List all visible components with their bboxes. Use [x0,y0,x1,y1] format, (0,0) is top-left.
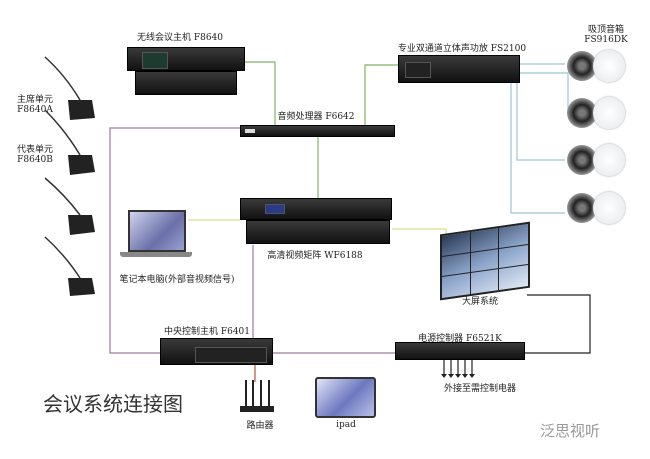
central-control-label: 中央控制主机 F6401 [163,327,251,337]
power-controller-label: 电源控制器 F6521K [418,334,502,344]
output-arrows [443,360,473,375]
ceiling-speaker [567,192,631,224]
line-amp-processor [364,64,398,125]
external-devices-label: 外接至需控制电器 [443,384,517,394]
ipad-label: ipad [336,420,356,430]
video-wall-label: 大屏系统 [461,297,499,307]
speakers-label: 吸顶音箱 [587,25,625,35]
ceiling-speaker [567,50,631,82]
ceiling-speaker [567,97,631,129]
chair-unit-model: F8640A [17,105,53,115]
laptop-label: 笔记本电脑(外部音视频信号) [119,275,235,285]
ceiling-speaker [567,144,631,176]
wireless-host-device [127,47,245,71]
laptop-base [120,252,192,257]
line-host-processor [245,61,276,125]
audio-processor-label: 音频处理器 F6642 [277,112,355,122]
wireless-host-rear [135,71,237,95]
line-matrix-wall [392,228,447,238]
amplifier-device [398,55,520,83]
video-matrix-device [240,198,392,220]
wireless-host-label: 无线会议主机 F8640 [136,33,224,43]
video-matrix-rear [246,220,390,244]
line-processor-control [109,127,240,354]
central-control-device [160,338,273,365]
delegate-unit-label: 代表单元 [16,145,54,155]
router [240,380,274,412]
ipad [315,377,376,418]
delegate-unit-model: F8640B [17,155,53,165]
line-amp-speaker-3 [516,82,565,161]
line-amp-speaker-4 [510,82,565,214]
microphones [44,56,81,279]
video-wall [440,221,530,301]
speakers-model: FS916DK [584,35,628,45]
diagram-title: 会议系统连接图 [43,392,183,416]
power-controller-device [395,342,525,360]
line-wall-power [525,294,591,354]
chair-unit-label: 主席单元 [16,95,54,105]
amplifier-label: 专业双通道立体声功放 FS2100 [397,44,527,54]
audio-processor-device [240,125,395,137]
router-label: 路由器 [246,421,274,431]
laptop-screen [128,210,186,252]
watermark: 泛思视听 [540,422,601,440]
line-amp-speaker-2 [520,72,569,113]
video-matrix-label: 高清视频矩阵 WF6188 [267,251,363,261]
